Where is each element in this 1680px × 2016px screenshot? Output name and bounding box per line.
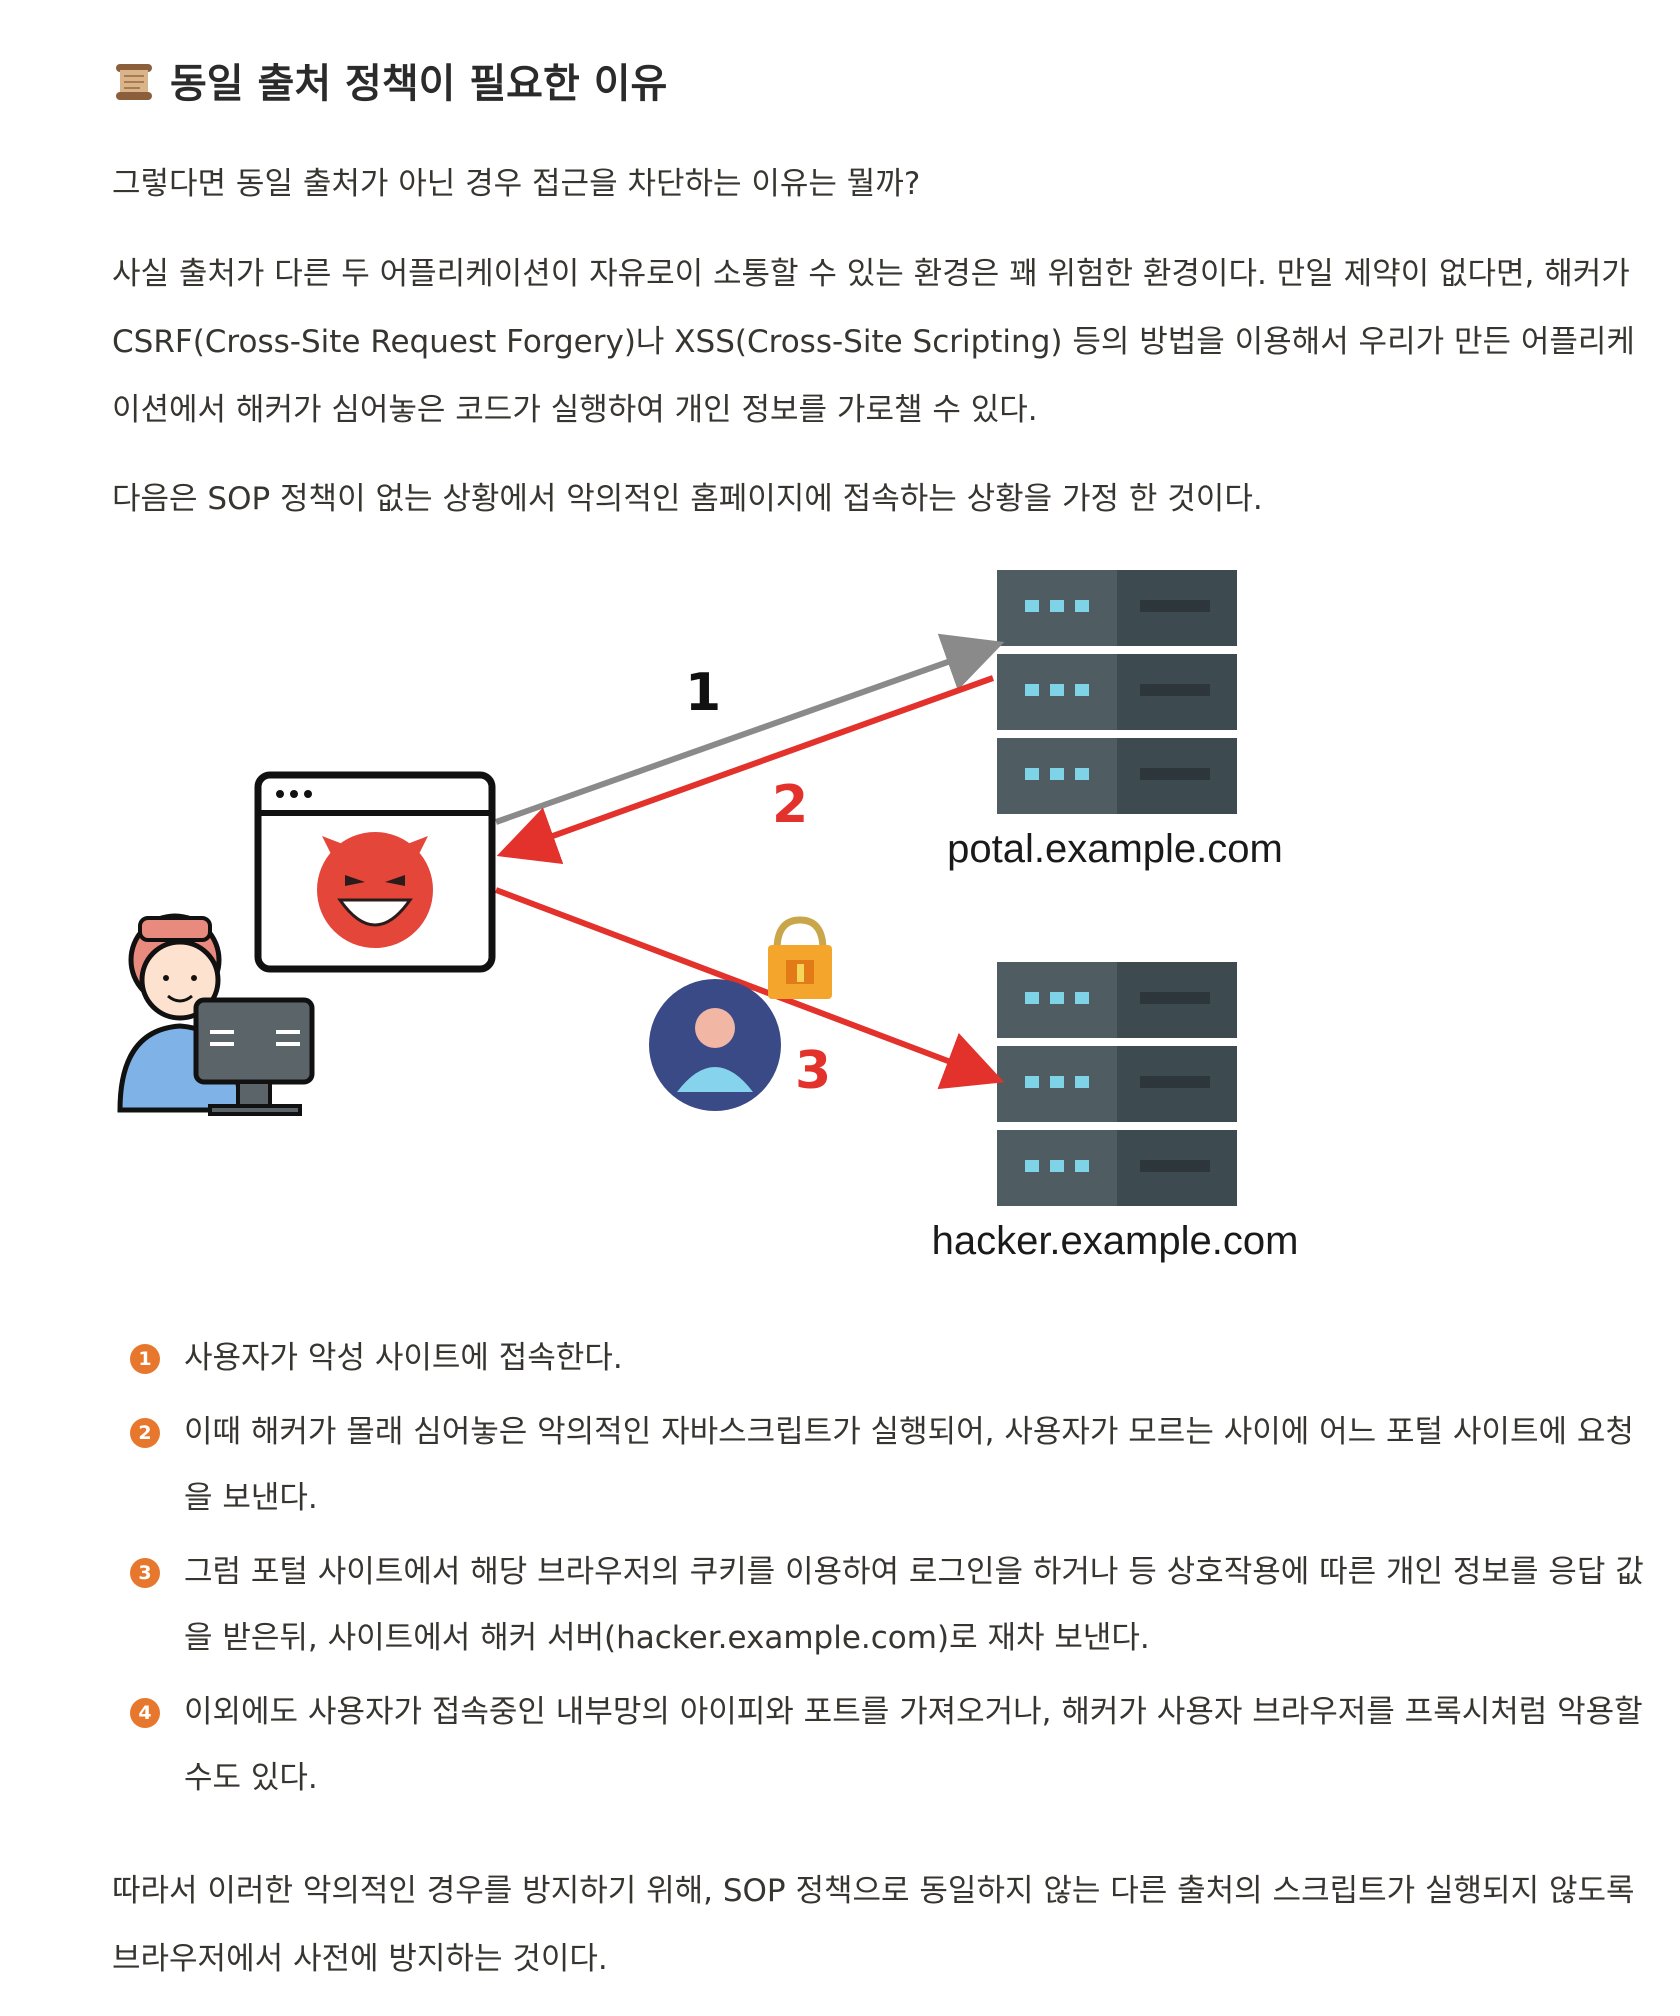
arrow-step-1 xyxy=(494,633,1005,825)
server-potal-icon xyxy=(997,570,1237,814)
list-item: 3 그럼 포털 사이트에서 해당 브라우저의 쿠키를 이용하여 로그인을 하거나… xyxy=(130,1539,1650,1671)
list-item-text: 이외에도 사용자가 접속중인 내부망의 아이피와 포트를 가져오거나, 해커가 … xyxy=(184,1694,1643,1796)
section-heading: 동일 출처 정책이 필요한 이유 xyxy=(112,48,667,112)
list-item: 1 사용자가 악성 사이트에 접속한다. xyxy=(130,1325,1650,1391)
list-item-text: 사용자가 악성 사이트에 접속한다. xyxy=(184,1340,623,1376)
user-at-computer-icon xyxy=(117,913,315,1116)
step-marker: 3 xyxy=(130,1558,160,1588)
step-marker: 1 xyxy=(130,1344,160,1374)
list-item-text: 그럼 포털 사이트에서 해당 브라우저의 쿠키를 이용하여 로그인을 하거나 등… xyxy=(184,1554,1644,1656)
malicious-site-browser-icon xyxy=(254,771,496,973)
lock-icon xyxy=(768,916,832,999)
sop-attack-diagram: potal.example.com hacker.examp xyxy=(117,570,1299,1263)
hacker-avatar-icon xyxy=(649,979,781,1111)
step-marker: 2 xyxy=(130,1418,160,1448)
paragraph-conclusion: 따라서 이러한 악의적인 경우를 방지하기 위해, SOP 정책으로 동일하지 … xyxy=(112,1873,1635,1977)
list-item-text: 이때 해커가 몰래 심어놓은 악의적인 자바스크립트가 실행되어, 사용자가 모… xyxy=(184,1414,1634,1516)
arrow-step-3 xyxy=(494,887,1005,1090)
paragraph-scenario: 다음은 SOP 정책이 없는 상황에서 악의적인 홈페이지에 접속하는 상황을 … xyxy=(112,481,1263,517)
step-label-3: 3 xyxy=(795,1041,831,1101)
paragraph-risk: 사실 출처가 다른 두 어플리케이션이 자유로이 소통할 수 있는 환경은 꽤 … xyxy=(112,256,1635,428)
server-hacker-icon xyxy=(997,962,1237,1206)
step-label-1: 1 xyxy=(685,663,721,723)
arrow-step-2 xyxy=(496,675,995,865)
list-item: 2 이때 해커가 몰래 심어놓은 악의적인 자바스크립트가 실행되어, 사용자가… xyxy=(130,1399,1650,1531)
list-item: 4 이외에도 사용자가 접속중인 내부망의 아이피와 포트를 가져오거나, 해커… xyxy=(130,1679,1650,1811)
step-marker: 4 xyxy=(130,1698,160,1728)
server-top-label: potal.example.com xyxy=(947,827,1283,871)
step-label-2: 2 xyxy=(772,775,808,835)
step-list: 1 사용자가 악성 사이트에 접속한다. 2 이때 해커가 몰래 심어놓은 악의… xyxy=(130,1325,1650,1819)
devil-face-icon xyxy=(317,832,433,948)
paragraph-intro: 그렇다면 동일 출처가 아닌 경우 접근을 차단하는 이유는 뭘까? xyxy=(112,166,921,202)
heading-text: 동일 출처 정책이 필요한 이유 xyxy=(170,61,668,107)
server-bottom-label: hacker.example.com xyxy=(932,1219,1299,1263)
scroll-icon xyxy=(116,64,152,100)
